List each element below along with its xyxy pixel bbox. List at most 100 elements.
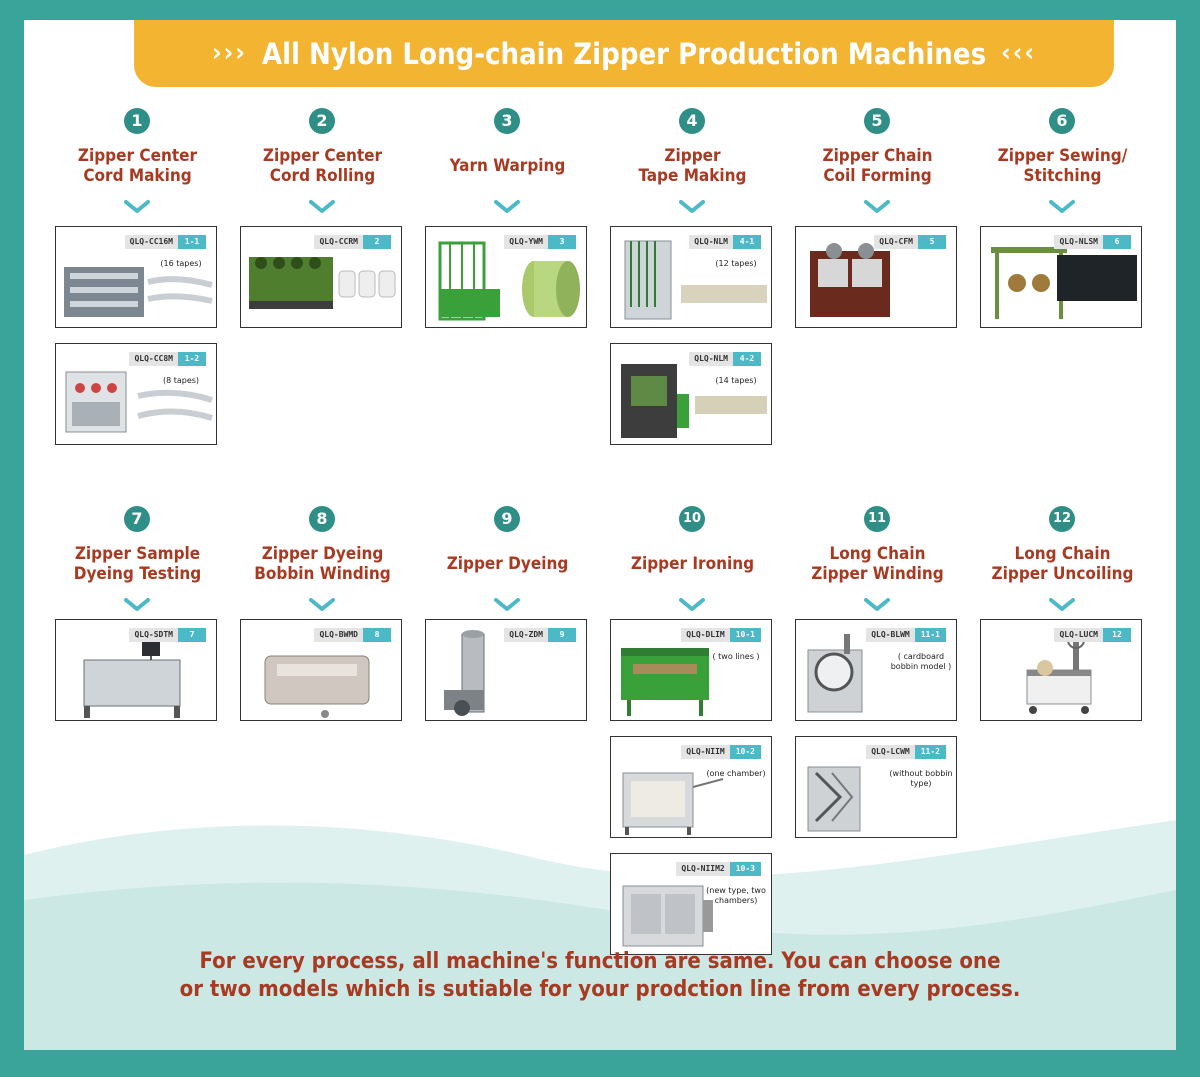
model-code: QLQ-CC8M [129,352,178,366]
machine-image [622,885,713,947]
model-number: 12 [1103,628,1131,642]
step-number-badge: 7 [124,506,150,532]
step-number-badge: 11 [864,506,890,532]
model-number: 1-1 [178,235,206,249]
model-code: QLQ-DLIM [681,628,730,642]
model-code: QLQ-LUCM [1054,628,1103,642]
step-title-line-1: Zipper Ironing [630,554,755,574]
model-note: (16 tapes) [160,259,202,268]
model-code: QLQ-NIIM [681,745,730,759]
model-note: (8 tapes) [162,376,200,385]
step-title-line-1: Zipper Dyeing [446,554,569,574]
model-code: QLQ-BLWM [866,628,915,642]
machine-image [264,655,370,718]
chevron-down-icon [494,598,520,611]
chevron-down-icon [124,598,150,611]
machine-image [64,267,213,317]
machine-image [807,634,863,713]
model-number: 6 [1103,235,1131,249]
step-title-line-2: Stitching [1023,166,1102,186]
step-title-line-1: Zipper [664,146,721,166]
model-code: QLQ-SDTM [129,628,178,642]
model-note: (12 tapes) [715,259,757,268]
step-number-badge: 4 [679,108,705,134]
chevron-down-icon [864,598,890,611]
step-title-line-1: Zipper Dyeing [261,544,384,564]
model-number: 5 [918,235,946,249]
step-title: Zipper Dyeing [415,554,600,574]
chevron-down-icon [309,598,335,611]
step-number-badge: 5 [864,108,890,134]
model-number: 1-2 [178,352,206,366]
background-waves [24,820,1176,1050]
model-code: QLQ-CFM [874,235,918,249]
machine-image [444,630,485,716]
model-number: 10-3 [729,862,761,876]
machine-image [438,241,580,321]
model-code: QLQ-NLSM [1054,235,1103,249]
machine-image [65,371,213,433]
step-title: Zipper Ironing [600,554,785,574]
chevron-down-icon [1049,598,1075,611]
title-banner: ››› All Nylon Long-chain Zipper Producti… [134,20,1114,87]
model-number: 8 [363,628,391,642]
model-number: 3 [548,235,576,249]
step-number-badge: 9 [494,506,520,532]
model-code: QLQ-CCRM [314,235,363,249]
model-number: 9 [548,628,576,642]
step-title-line-1: Yarn Warping [449,156,566,176]
machine-image [83,640,181,718]
machine-image [621,364,767,438]
machine-image [991,247,1137,319]
step-title-line-1: Long Chain [829,544,926,564]
machine-image [622,772,724,835]
step-number-badge: 6 [1049,108,1075,134]
step-number-badge: 2 [309,108,335,134]
step-title-line-1: Zipper Sewing/ [997,146,1128,166]
machine-image [624,240,767,320]
model-note: (without bobbin type) [889,769,953,788]
model-number: 10-1 [729,628,761,642]
machine-image [1026,631,1092,714]
machine-image [810,243,890,317]
footer-note: For every process, all machine's functio… [0,948,1200,1004]
step-title-line-2: Coil Forming [823,166,932,186]
chevron-down-icon [679,200,705,213]
model-number: 7 [178,628,206,642]
model-note: ( two lines ) [712,652,760,661]
model-number: 11-1 [914,628,946,642]
step-number-badge: 1 [124,108,150,134]
step-title: Yarn Warping [415,156,600,176]
model-code: QLQ-CC16M [124,235,178,249]
model-number: 2 [363,235,391,249]
model-code: QLQ-LCWM [866,745,915,759]
step-title-line-1: Long Chain [1014,544,1111,564]
